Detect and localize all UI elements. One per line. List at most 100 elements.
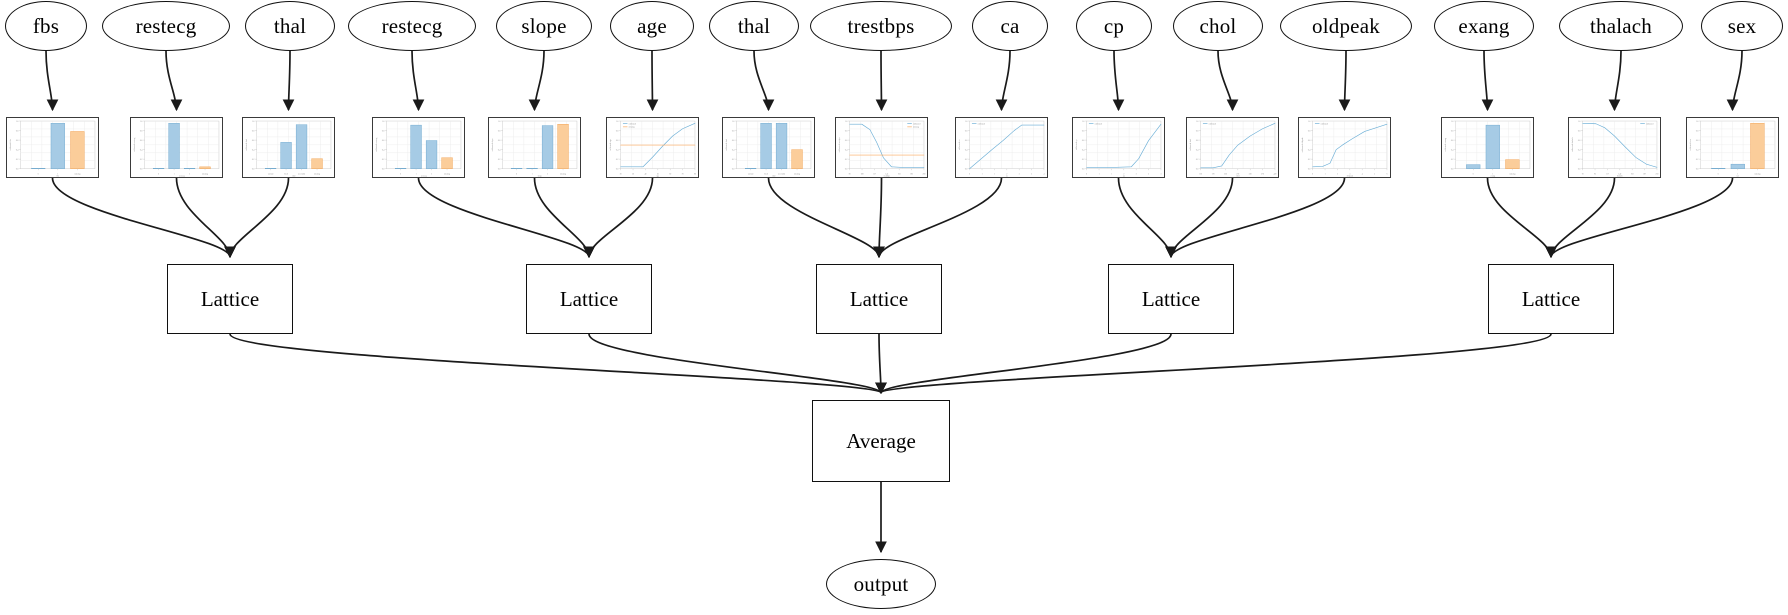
svg-text:0.6: 0.6	[1082, 140, 1084, 142]
input-node-restecg[interactable]: restecg	[348, 1, 476, 51]
svg-text:restecg: restecg	[179, 175, 185, 177]
input-node-thal[interactable]: thal	[245, 1, 335, 51]
lattice-node-0[interactable]: Lattice	[167, 264, 293, 334]
input-node-thalach[interactable]: thalach	[1559, 1, 1683, 51]
svg-text:trestbps: trestbps	[884, 176, 890, 177]
input-node-chol[interactable]: chol	[1173, 1, 1263, 51]
svg-text:1.0: 1.0	[1308, 121, 1310, 123]
svg-text:120: 120	[1199, 173, 1202, 175]
svg-text:0.8: 0.8	[252, 131, 254, 133]
lattice-node-1[interactable]: Lattice	[526, 264, 652, 334]
input-node-fbs[interactable]: fbs	[5, 1, 87, 51]
svg-text:0: 0	[1718, 173, 1719, 175]
svg-text:calibrated: calibrated	[629, 124, 636, 126]
svg-text:1: 1	[1492, 173, 1493, 175]
svg-text:1.0: 1.0	[1196, 121, 1198, 123]
svg-text:187: 187	[1643, 173, 1646, 175]
svg-text:calibrated: sex: calibrated: sex	[1690, 139, 1692, 150]
input-node-label: thal	[273, 13, 307, 38]
svg-text:170: 170	[1212, 173, 1215, 175]
svg-text:fixed: fixed	[284, 172, 288, 175]
svg-text:0: 0	[1473, 173, 1474, 175]
svg-text:1.0: 1.0	[616, 121, 618, 123]
lattice-node-label: Lattice	[200, 286, 260, 311]
lattice-node-label: Lattice	[1521, 286, 1581, 311]
svg-text:0.8: 0.8	[1696, 131, 1698, 133]
input-node-restecg[interactable]: restecg	[102, 1, 230, 51]
svg-text:0.6: 0.6	[382, 140, 384, 142]
svg-text:chol: chol	[1236, 176, 1240, 177]
svg-text:200: 200	[923, 173, 926, 175]
svg-text:0.2: 0.2	[498, 159, 500, 161]
svg-text:1: 1	[174, 173, 175, 175]
svg-text:1: 1	[416, 173, 417, 175]
svg-text:1.0: 1.0	[965, 121, 967, 123]
svg-text:1.0: 1.0	[1696, 121, 1698, 123]
svg-text:0.6: 0.6	[1451, 140, 1453, 142]
input-node-sex[interactable]: sex	[1701, 1, 1783, 51]
input-node-label: sex	[1727, 13, 1757, 38]
input-node-age[interactable]: age	[610, 1, 694, 51]
svg-text:ca: ca	[1006, 176, 1008, 177]
svg-text:1: 1	[982, 173, 983, 175]
svg-text:3: 3	[1019, 173, 1020, 175]
input-node-label: ca	[1000, 13, 1020, 38]
svg-text:0.2: 0.2	[1451, 159, 1453, 161]
svg-text:3: 3	[1031, 173, 1032, 175]
svg-text:calibrated: calibrated	[1321, 124, 1328, 126]
svg-text:0.4: 0.4	[140, 150, 142, 152]
svg-text:calibrated: exang: calibrated: exang	[1444, 138, 1447, 151]
svg-text:0: 0	[969, 173, 970, 175]
svg-text:0: 0	[1312, 173, 1313, 175]
svg-text:0.8: 0.8	[140, 131, 142, 133]
svg-text:30: 30	[632, 173, 634, 175]
output-node[interactable]: output	[826, 559, 936, 609]
svg-text:0.6: 0.6	[965, 140, 967, 142]
svg-text:1.0: 1.0	[382, 121, 384, 123]
input-node-ca[interactable]: ca	[972, 1, 1048, 51]
input-node-oldpeak[interactable]: oldpeak	[1280, 1, 1412, 51]
svg-text:missing: missing	[314, 172, 320, 175]
input-node-exang[interactable]: exang	[1434, 1, 1534, 51]
svg-text:50: 50	[657, 173, 659, 175]
average-node[interactable]: Average	[812, 400, 950, 482]
input-node-trestbps[interactable]: trestbps	[810, 1, 952, 51]
input-node-cp[interactable]: cp	[1076, 1, 1152, 51]
svg-text:calibrated: slope: calibrated: slope	[492, 138, 494, 151]
svg-text:0.6: 0.6	[140, 140, 142, 142]
input-node-label: restecg	[381, 13, 443, 38]
svg-text:0: 0	[1086, 173, 1087, 175]
svg-text:reversible: reversible	[778, 173, 786, 175]
svg-text:0.2: 0.2	[252, 159, 254, 161]
input-node-label: oldpeak	[1312, 13, 1380, 38]
svg-text:0.2: 0.2	[732, 159, 734, 161]
lattice-node-4[interactable]: Lattice	[1488, 264, 1614, 334]
svg-text:0.6: 0.6	[1308, 140, 1310, 142]
svg-text:0.8: 0.8	[1451, 131, 1453, 133]
input-node-slope[interactable]: slope	[496, 1, 592, 51]
lattice-node-label: Lattice	[1141, 286, 1201, 311]
lattice-node-3[interactable]: Lattice	[1108, 264, 1234, 334]
svg-text:0.4: 0.4	[1578, 150, 1580, 152]
input-node-thal[interactable]: thal	[709, 1, 799, 51]
svg-text:6: 6	[1386, 173, 1387, 175]
svg-text:0: 0	[158, 173, 159, 175]
svg-text:1: 1	[532, 173, 533, 175]
lattice-node-2[interactable]: Lattice	[816, 264, 942, 334]
svg-text:80: 80	[694, 173, 696, 175]
